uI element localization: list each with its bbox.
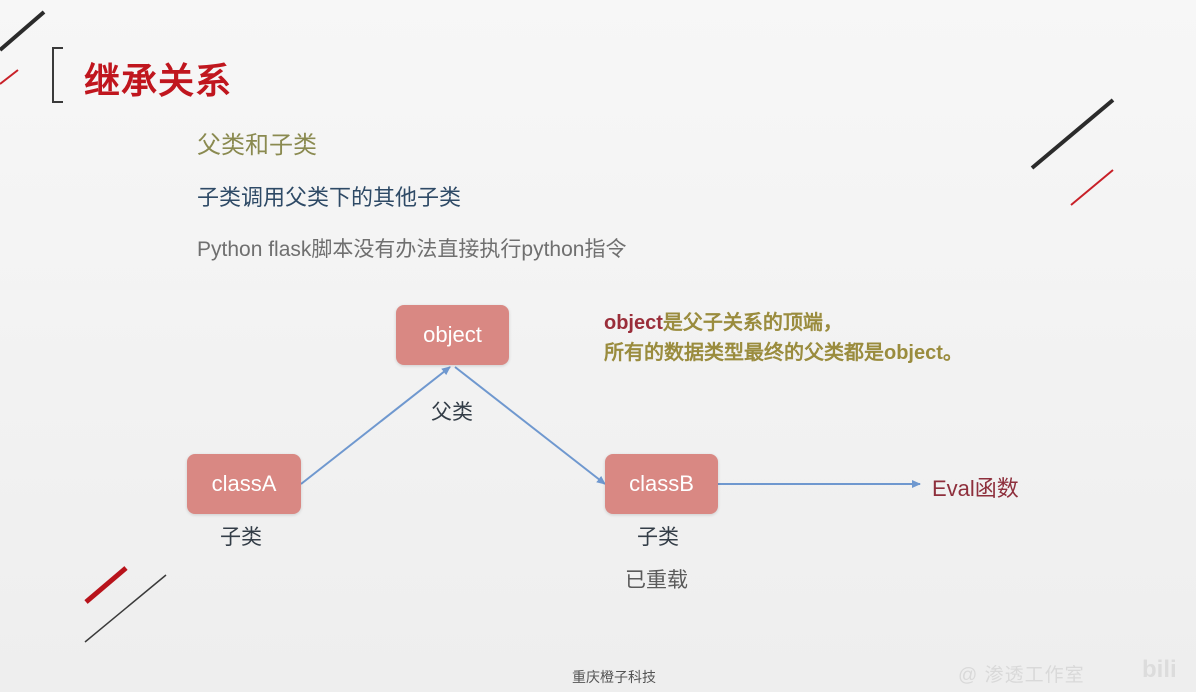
note-text-2-end: 。 bbox=[942, 342, 963, 364]
decor-line-topright-red bbox=[1070, 169, 1114, 206]
note-keyword-object-2: object bbox=[884, 342, 943, 364]
bilibili-logo: bili bbox=[1142, 656, 1177, 683]
subtitle-child-calls: 子类调用父类下的其他子类 bbox=[197, 185, 462, 210]
note-text-2: 所有的数据类型最终的父类都是 bbox=[604, 342, 884, 364]
label-child-class-b: 子类 bbox=[637, 526, 679, 549]
decor-line-bottomleft-red bbox=[84, 566, 128, 604]
slide-title: 继承关系 bbox=[84, 60, 233, 101]
decor-line-topright-dark bbox=[1030, 98, 1115, 170]
subtitle-flask-note: Python flask脚本没有办法直接执行python指令 bbox=[197, 238, 627, 261]
decor-line-topleft-dark bbox=[0, 10, 46, 52]
decor-line-topleft-red bbox=[0, 69, 19, 85]
arrow-object-to-classb bbox=[454, 366, 606, 485]
subtitle-parent-child: 父类和子类 bbox=[197, 132, 317, 159]
label-parent-class: 父类 bbox=[431, 401, 473, 424]
note-text-1: 是父子关系的顶端， bbox=[662, 312, 843, 334]
decor-line-bottomleft-dark bbox=[84, 574, 167, 643]
note-line-1: object是父子关系的顶端， bbox=[604, 306, 843, 335]
note-line-2: 所有的数据类型最终的父类都是object。 bbox=[604, 336, 963, 365]
label-child-class-a: 子类 bbox=[220, 526, 262, 549]
arrow-classa-to-object bbox=[300, 366, 451, 485]
note-keyword-object-1: object bbox=[604, 312, 663, 334]
label-overridden: 已重载 bbox=[625, 569, 688, 592]
node-object: object bbox=[396, 305, 509, 365]
watermark-text: @ 渗透工作室 bbox=[958, 665, 1085, 686]
node-classb: classB bbox=[605, 454, 718, 514]
label-eval-function: Eval函数 bbox=[932, 476, 1019, 501]
footer-company: 重庆橙子科技 bbox=[572, 669, 656, 685]
title-bracket bbox=[52, 47, 63, 103]
node-classa: classA bbox=[187, 454, 301, 514]
